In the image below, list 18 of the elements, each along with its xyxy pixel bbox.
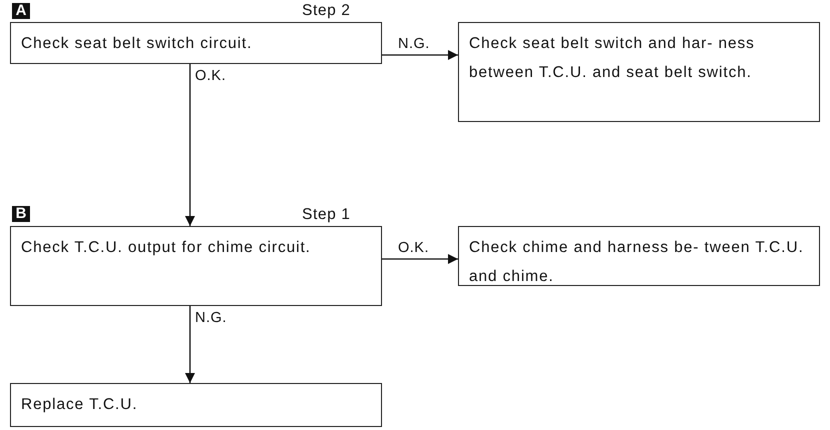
arrow	[382, 254, 458, 264]
arrow	[185, 64, 195, 226]
process-box	[10, 383, 382, 427]
step-label: Step 1	[302, 206, 350, 224]
step-text: Replace T.C.U.	[21, 395, 139, 415]
section-badge: A	[12, 3, 30, 19]
arrow	[185, 306, 195, 383]
step-text: Check seat belt switch and har- ness between T.C.U. and seat belt switch.	[469, 34, 756, 83]
arrow	[382, 50, 458, 60]
process-box	[10, 226, 382, 306]
process-box	[458, 22, 820, 122]
step-label: Step 2	[302, 2, 350, 20]
process-box	[458, 226, 820, 286]
step-text: Check seat belt switch circuit.	[21, 34, 254, 54]
step-text: Check chime and harness be- tween T.C.U. and chime.	[469, 238, 805, 287]
section-badge: B	[12, 206, 30, 222]
step-text: Check T.C.U. output for chime circuit.	[21, 238, 312, 258]
process-box	[10, 22, 382, 64]
